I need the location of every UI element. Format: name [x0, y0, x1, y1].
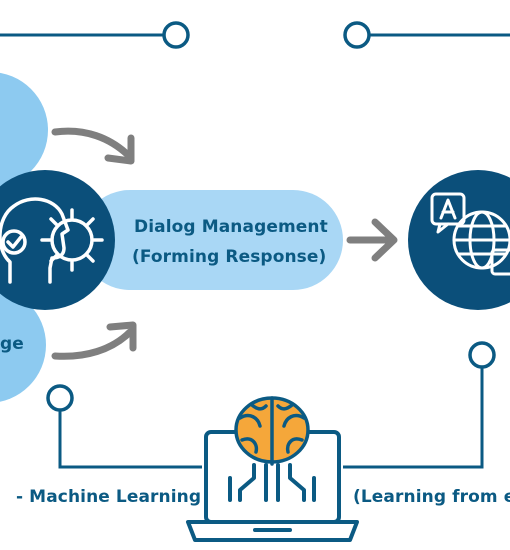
input-circle-bottom	[0, 288, 46, 402]
forming-response-label: (Forming Response)	[132, 247, 327, 267]
brain-laptop-icon	[186, 396, 359, 542]
translation-globe-icon	[430, 192, 510, 276]
top-left-node	[162, 21, 190, 49]
learning-from-label: (Learning from e	[353, 487, 510, 507]
dialog-management-pill	[80, 190, 343, 290]
top-right-node	[343, 21, 371, 49]
bottom-right-connector	[343, 367, 484, 469]
bottom-left-connector	[58, 410, 202, 469]
input-circle-top	[0, 72, 48, 188]
dialog-management-label: Dialog Management	[134, 217, 328, 237]
bottom-left-node	[46, 384, 74, 412]
bottom-right-node	[468, 341, 496, 369]
head-gear-icon	[0, 197, 104, 284]
curved-arrow-bottom	[51, 321, 137, 360]
curved-arrow-top	[51, 127, 135, 165]
nlu-circle	[0, 170, 115, 310]
left-partial-label: ge	[0, 334, 24, 354]
arrow-right-icon	[346, 218, 398, 262]
machine-learning-label: - Machine Learning	[16, 487, 202, 507]
